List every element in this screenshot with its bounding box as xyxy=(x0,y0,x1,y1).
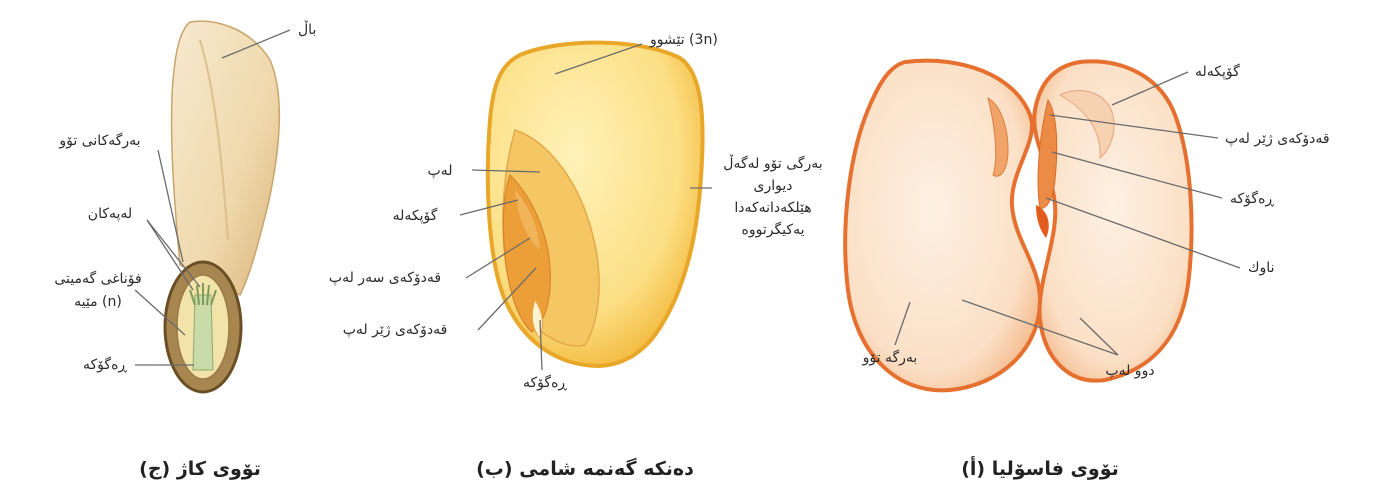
bean-label-seed-coat: بەرگە تۆو xyxy=(862,349,918,366)
pine-embryo xyxy=(193,295,213,370)
corn-kernel xyxy=(488,43,703,366)
corn-label-coat-line1: بەرگی تۆو لەگەڵ xyxy=(723,154,822,172)
corn-label-cotyledon: لەپ xyxy=(428,163,453,179)
bean-caption: (أ) تۆوی فاسۆلیا xyxy=(961,456,1119,480)
corn-caption: (ب) دەنکە گەنمە شامی xyxy=(476,457,694,480)
pine-wing xyxy=(172,21,280,295)
bean-label-hypocotyl: قەدۆکەی ژێر لەپ xyxy=(1225,131,1330,147)
pine-label-wing: باڵ xyxy=(298,20,316,38)
bean-left-cotyledon xyxy=(845,61,1040,391)
bean-right-cotyledon xyxy=(1034,61,1191,380)
pine-caption: (ج) تۆوی کاژ xyxy=(139,458,261,480)
bean-label-hilum: ناوك xyxy=(1248,260,1274,276)
pine-label-radicle: ڕەگۆکە xyxy=(83,356,127,373)
pine-seed xyxy=(165,21,279,392)
corn-label-endosperm: تێشوو (3n) xyxy=(649,32,718,48)
corn-label-hypocotyl: قەدۆکەی ژێر لەپ xyxy=(343,322,448,338)
bean-label-radicle: ڕەگۆکە xyxy=(1230,190,1274,207)
corn-label-plumule: گۆپکەلە xyxy=(393,207,438,224)
bean-seed xyxy=(845,61,1191,391)
corn-label-radicle: ڕەگۆکە xyxy=(523,374,567,391)
pine-label-gametophyte: فۆناغی گەمیتی xyxy=(54,270,141,287)
corn-label-epicotyl: قەدۆکەی سەر لەپ xyxy=(329,270,441,286)
bean-label-plumule: گۆپکەلە xyxy=(1195,63,1240,80)
pine-label-haploid: مێیە (n) xyxy=(74,294,122,310)
bean-hilum-mark xyxy=(1036,205,1049,238)
pine-label-seed-coat: بەرگەکانی تۆو xyxy=(58,132,140,149)
bean-label-two-cotyledons: دوو لەپ xyxy=(1105,363,1154,379)
corn-label-coat-line4: یەکیگرتووە xyxy=(742,221,805,238)
pine-label-cotyledons: لەپەکان xyxy=(88,206,132,222)
corn-label-coat-line2: دیواری xyxy=(754,178,793,194)
corn-label-coat-line3: هێلکەدانەکەدا xyxy=(734,200,811,216)
